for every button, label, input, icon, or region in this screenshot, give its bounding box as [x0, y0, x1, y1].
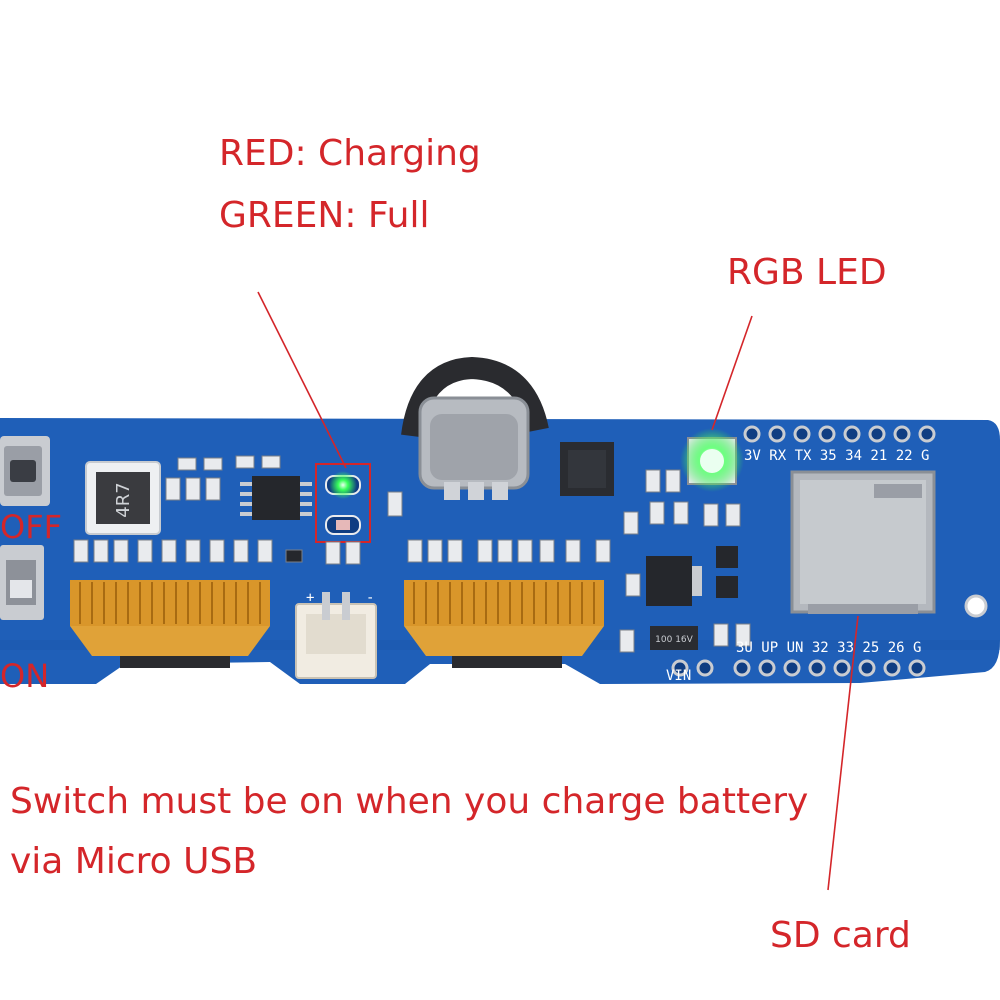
sd-card-label: SD card [770, 915, 911, 956]
svg-text:+: + [306, 590, 314, 606]
voltage-regulator [646, 556, 702, 606]
mounting-hole [964, 594, 988, 618]
rotary-encoder [401, 356, 549, 500]
vin-label: VIN [666, 668, 691, 684]
header-pads-top [743, 425, 936, 443]
battery-connector: + - [295, 590, 377, 679]
charging-status-label: RED: Charging [219, 133, 481, 174]
header-pads-bottom [671, 659, 926, 677]
off-label: OFF [0, 508, 62, 546]
on-label: ON [0, 657, 50, 695]
fpc-connector-left [70, 580, 270, 668]
inductor: 4R7 [85, 461, 161, 535]
svg-text:100 16V: 100 16V [655, 635, 693, 645]
smd-components-right [619, 469, 751, 653]
rgb-led-label: RGB LED [727, 252, 887, 293]
smd-components-mid [285, 491, 611, 565]
small-ics [716, 546, 738, 598]
charge-led-pointer-line [257, 291, 347, 469]
usb-uart-chip [560, 442, 614, 496]
switch-note-line1: Switch must be on when you charge batter… [10, 781, 809, 822]
full-status-label: GREEN: Full [219, 195, 430, 236]
power-switch [0, 545, 44, 620]
rgb-led-pointer-line [711, 315, 753, 431]
sd-card-slot [790, 470, 936, 614]
smd-components-left [73, 455, 281, 563]
charger-ic [240, 476, 312, 520]
top-pin-labels: 3V RX TX 35 34 21 22 G [744, 448, 929, 464]
bottom-pin-labels: 3U UP UN 32 33 25 26 G [736, 640, 921, 656]
inductor-label: 4R7 [113, 482, 134, 517]
tantalum-cap: 100 16V [650, 626, 698, 650]
svg-text:-: - [366, 590, 374, 606]
fpc-connector-right [404, 580, 604, 668]
rgb-led [680, 428, 744, 492]
charge-status-led [315, 463, 371, 543]
sd-card-pointer-line [827, 615, 859, 891]
micro-usb-port [0, 436, 50, 506]
switch-note-line2: via Micro USB [10, 841, 258, 882]
